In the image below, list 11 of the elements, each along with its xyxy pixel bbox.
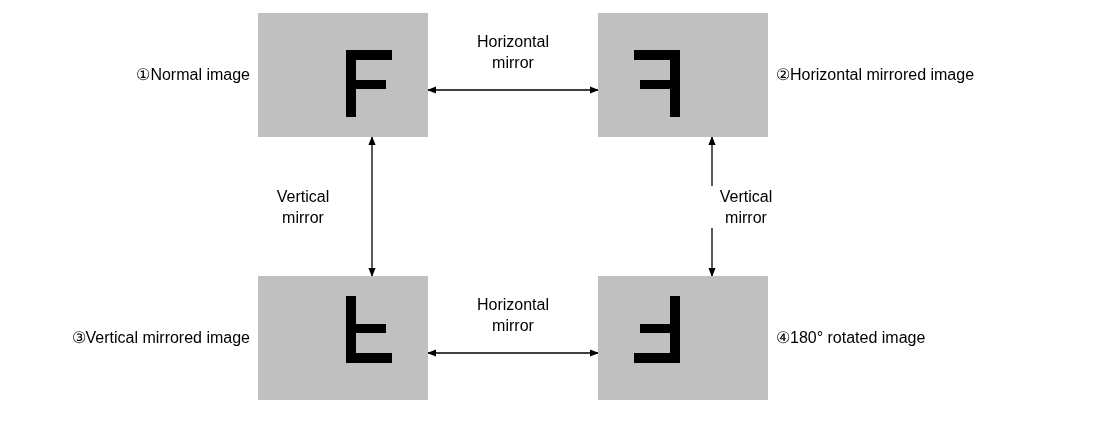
image-caption: ②Horizontal mirrored image — [776, 65, 975, 84]
image-caption: ④180° rotated image — [776, 328, 926, 347]
image-caption: ①Normal image — [136, 65, 250, 84]
image-panel — [598, 13, 768, 137]
image-panel — [598, 276, 768, 400]
image-caption: ③Vertical mirrored image — [71, 328, 250, 347]
double-arrow — [427, 349, 599, 357]
double-arrow — [368, 136, 376, 277]
image-panel — [258, 276, 428, 400]
double-arrow — [427, 86, 599, 94]
image-panel — [258, 13, 428, 137]
